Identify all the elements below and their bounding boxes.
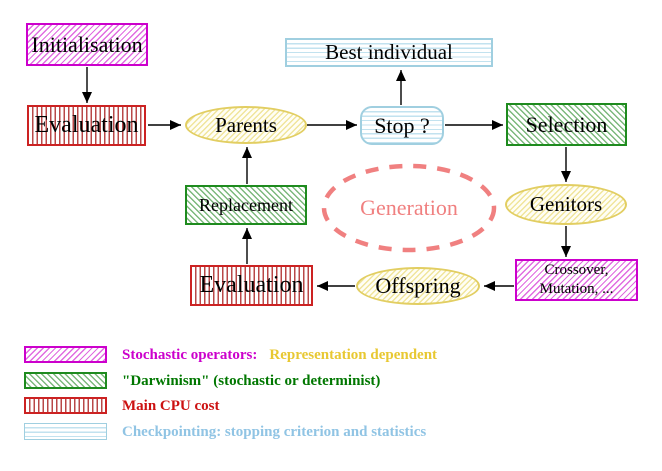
- node-evaluation-bottom: Evaluation: [190, 265, 313, 306]
- node-evaluation-top: Evaluation: [27, 105, 146, 146]
- node-evaluation-bottom-label: Evaluation: [199, 272, 304, 298]
- legend-swatch-main-cpu-cost: [24, 397, 107, 414]
- node-parents-label: Parents: [215, 112, 277, 137]
- node-stop: Stop ?: [360, 106, 444, 145]
- node-replacement-label: Replacement: [199, 194, 293, 215]
- node-crossover-mutation: Crossover, Mutation, ...: [515, 259, 638, 301]
- node-initialisation-label: Initialisation: [31, 31, 143, 57]
- node-generation-label: Generation: [360, 195, 458, 220]
- legend-label-darwinism-text: "Darwinism" (stochastic or determinist): [122, 372, 381, 389]
- node-genitors-label: Genitors: [529, 192, 603, 216]
- node-generation: Generation: [323, 166, 495, 250]
- node-offspring: Offspring: [356, 267, 480, 305]
- node-selection-label: Selection: [525, 111, 608, 137]
- legend-label-checkpointing-text: Checkpointing: stopping criterion and st…: [122, 423, 427, 440]
- node-crossover-line2: Mutation, ...: [539, 281, 614, 297]
- legend-swatch-checkpointing: [24, 423, 107, 440]
- node-selection: Selection: [506, 103, 627, 146]
- legend-label-main-cpu-cost: Main CPU cost: [122, 396, 220, 416]
- node-offspring-label: Offspring: [375, 273, 461, 298]
- node-crossover-line1: Crossover,: [544, 262, 609, 279]
- legend-label-stochastic-operators: Stochastic operators: Representation dep…: [122, 345, 437, 365]
- node-stop-label: Stop ?: [374, 112, 430, 138]
- legend-label-darwinism: "Darwinism" (stochastic or determinist): [122, 371, 380, 391]
- node-best-individual: Best individual: [285, 38, 493, 67]
- node-replacement: Replacement: [185, 185, 307, 225]
- node-genitors: Genitors: [505, 184, 627, 225]
- legend-label-checkpointing: Checkpointing: stopping criterion and st…: [122, 422, 426, 442]
- legend-label-stochastic-operators-main: Stochastic operators:: [122, 346, 258, 363]
- node-parents: Parents: [185, 106, 307, 144]
- legend-label-main-cpu-cost-text: Main CPU cost: [122, 397, 220, 414]
- legend-label-representation-dependent: Representation dependent: [269, 346, 438, 363]
- node-evaluation-top-label: Evaluation: [34, 112, 139, 138]
- node-initialisation: Initialisation: [26, 23, 148, 66]
- legend-swatch-stochastic-operators: [24, 346, 107, 363]
- node-best-individual-label: Best individual: [325, 40, 453, 64]
- legend-swatch-darwinism: [24, 372, 107, 389]
